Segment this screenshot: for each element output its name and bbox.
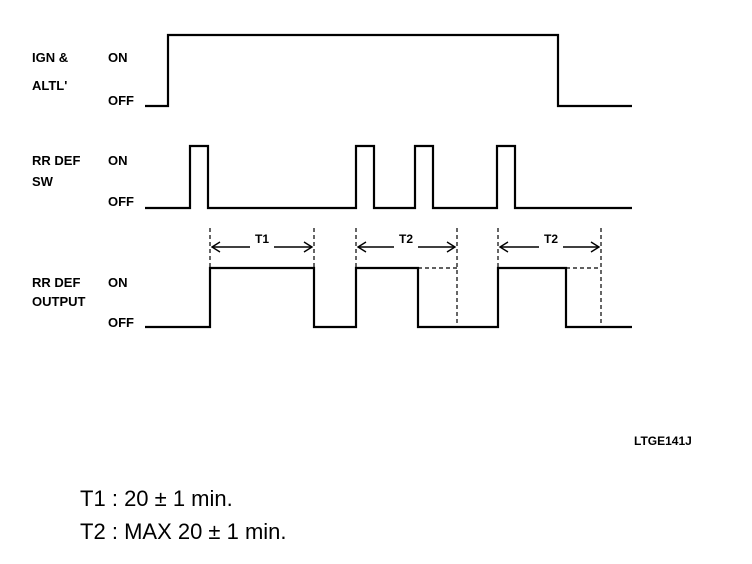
sw-off-label: OFF (108, 194, 134, 209)
output-label-line2: OUTPUT (32, 294, 86, 309)
ign-on-label: ON (108, 50, 128, 65)
output-on-label: ON (108, 275, 128, 290)
ign-label-line2: ALTL' (32, 78, 67, 93)
note-t2: T2 : MAX 20 ± 1 min. (80, 515, 287, 548)
figure-code: LTGE141J (634, 434, 692, 448)
note-t1-sep: : (111, 486, 118, 511)
ign-waveform (145, 33, 632, 108)
note-t2-key: T2 (80, 519, 106, 544)
t2-interval-label-1: T2 (399, 232, 413, 246)
output-off-label: OFF (108, 315, 134, 330)
note-t1-key: T1 (80, 486, 106, 511)
timing-diagram: IGN & ALTL' ON OFF RR DEF SW ON OFF RR D… (32, 33, 692, 448)
output-label-line1: RR DEF (32, 275, 80, 290)
sw-on-label: ON (108, 153, 128, 168)
sw-waveform (145, 144, 632, 210)
ign-label-line1: IGN & (32, 50, 68, 65)
note-t1: T1 : 20 ± 1 min. (80, 482, 287, 515)
note-t2-sep: : (111, 519, 118, 544)
note-t1-value: 20 ± 1 min. (124, 486, 233, 511)
sw-label-line1: RR DEF (32, 153, 80, 168)
timing-notes: T1 : 20 ± 1 min. T2 : MAX 20 ± 1 min. (80, 482, 287, 548)
t1-interval-label: T1 (255, 232, 269, 246)
output-waveform (145, 266, 632, 329)
t2-interval-label-2: T2 (544, 232, 558, 246)
sw-label-line2: SW (32, 174, 54, 189)
ign-off-label: OFF (108, 93, 134, 108)
note-t2-value: MAX 20 ± 1 min. (124, 519, 287, 544)
